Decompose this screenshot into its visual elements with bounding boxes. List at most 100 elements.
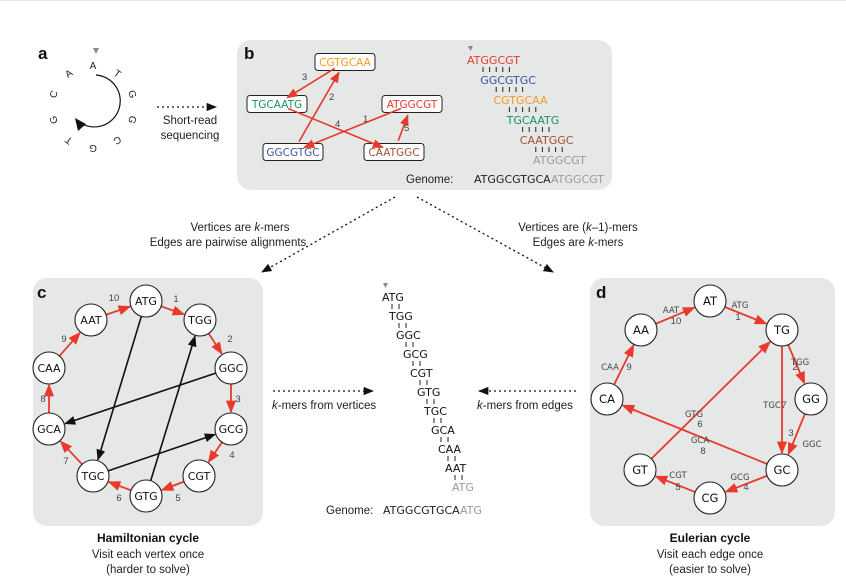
edge-number: 3	[788, 428, 793, 439]
panel-c-note: (harder to solve)	[106, 564, 190, 576]
kmer: GGC	[396, 329, 421, 342]
right-branch-line2: Edges are k-mers	[533, 237, 624, 249]
kmer-edge	[654, 475, 696, 493]
aligned-read: ATGGCGT	[467, 54, 520, 67]
kmer-edge	[613, 344, 635, 386]
read-sequence: CGTGCAA	[319, 57, 371, 69]
edge-number: 9	[61, 334, 66, 345]
k-italic: k	[588, 237, 595, 249]
text: -mers from vertices	[278, 400, 377, 412]
edge-number: 7	[63, 456, 68, 467]
read-sequence: CAATGGC	[368, 147, 419, 159]
edge-kmer-label: TGG	[790, 358, 809, 368]
read-sequence: GGCGTGC	[266, 147, 319, 159]
center-genome-label: Genome:	[326, 505, 373, 517]
edge-number: 4	[335, 119, 340, 130]
panel-b-genome-label: Genome:	[406, 174, 453, 186]
panel-d-note: (easier to solve)	[669, 564, 751, 576]
overlap-edge	[303, 107, 402, 149]
kmer-vertex: GCG	[214, 412, 248, 446]
edge-number: 5	[175, 493, 180, 504]
kmer: GCA	[431, 424, 455, 437]
kmer-edge	[724, 474, 768, 493]
overlap-edge	[64, 372, 217, 425]
panel-b-label: b	[244, 44, 254, 63]
k-italic: k	[272, 400, 279, 412]
cycle-edge	[58, 331, 81, 357]
left-branch-line2: Edges are pairwise alignments	[150, 237, 307, 249]
read-node: CAATGGC	[363, 143, 425, 161]
panel-a-circular-genome: ATGGCGTGCA Short-read sequencing	[48, 48, 219, 153]
edge-kmer-label: ATG	[732, 301, 749, 311]
circular-arrow	[78, 74, 121, 128]
vertex-label: GGC	[219, 362, 244, 375]
k-minus-1-mer-vertex: GT	[623, 453, 657, 487]
kmer-vertex: GGC	[214, 351, 248, 385]
k-minus-1-mer-vertex: GC	[765, 453, 799, 487]
read-node: CGTGCAA	[314, 53, 376, 71]
panel-a-label: a	[38, 44, 48, 63]
vertex-label: GTG	[134, 490, 157, 503]
edge-kmer-label: CGT	[669, 471, 687, 481]
kmer: TGC	[423, 405, 447, 418]
panel-c-subtitle: Visit each vertex once	[92, 549, 204, 561]
vertex-label: GCA	[37, 423, 61, 436]
panel-c-label: c	[37, 283, 46, 302]
edge-kmer-label: TGC	[762, 401, 781, 411]
overlap-edge	[149, 335, 197, 481]
kmer: ATG	[452, 481, 474, 494]
kmer-vertex: TGC	[76, 459, 110, 493]
kmer: CAA	[438, 443, 462, 456]
vertex-label: CGT	[188, 470, 211, 483]
vertices-arrow-caption: k-mers from vertices	[272, 400, 376, 412]
text: -mers	[260, 222, 290, 234]
overlap-edge	[298, 71, 340, 143]
edge-kmer-label: GGC	[802, 440, 821, 450]
edge-number: 8	[40, 394, 45, 405]
vertex-label: TG	[773, 323, 790, 337]
position-marker-icon	[93, 48, 99, 54]
vertex-label: TGC	[81, 470, 105, 483]
kmer: TGG	[388, 310, 413, 323]
kmer-edge	[787, 413, 806, 456]
cycle-edge	[160, 480, 185, 491]
edge-number: 5	[404, 123, 409, 134]
genome-main: ATGGCGTGCA	[474, 173, 551, 186]
kmer: ATG	[382, 291, 404, 304]
kmer-edge	[787, 344, 806, 385]
kmer: GCG	[403, 348, 428, 361]
edge-number: 5	[675, 482, 680, 493]
edge-number: 4	[229, 450, 234, 461]
edge-number: 2	[227, 334, 232, 345]
edge-number: 1	[735, 312, 740, 323]
ring-letter: G	[125, 89, 138, 100]
genome-tail: ATG	[460, 504, 482, 517]
kmer: CGT	[410, 367, 433, 380]
read-sequence: ATGGCGT	[387, 99, 438, 111]
read-node: GGCGTGC	[262, 143, 324, 161]
cycle-edge	[207, 332, 223, 355]
ring-letter: C	[111, 133, 123, 146]
k-minus-1-mer-vertex: CG	[693, 481, 727, 515]
position-marker-icon	[383, 283, 388, 288]
read-sequence: TGCAATG	[251, 99, 302, 111]
text: Edges are	[533, 237, 589, 249]
text: –1)-mers	[592, 222, 638, 234]
ring-letter: A	[90, 61, 97, 72]
kmer-vertex: ATG	[129, 284, 163, 318]
edge-number: 6	[697, 419, 702, 430]
vertex-label: AT	[703, 294, 718, 308]
panel-d-subtitle: Visit each edge once	[657, 549, 764, 561]
cycle-edge	[160, 305, 186, 316]
center-genome-sequence: ATGGCGTGCAATG	[383, 504, 482, 517]
kmer-edge	[621, 404, 768, 465]
position-marker-icon	[468, 46, 473, 51]
aligned-read: CAATGGC	[520, 134, 574, 147]
vertex-label: ATG	[135, 295, 157, 308]
edge-number: 8	[700, 446, 705, 457]
